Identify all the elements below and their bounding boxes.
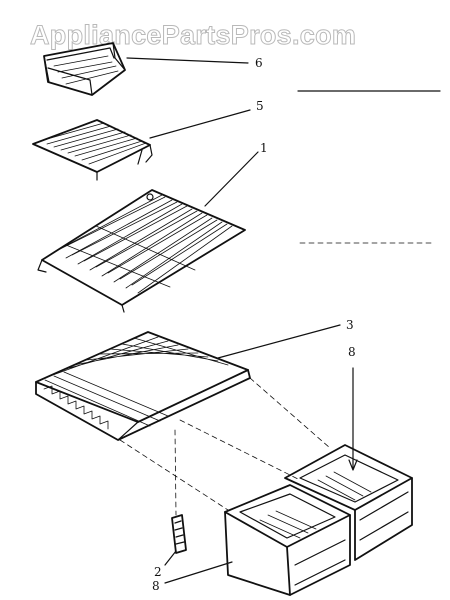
part-6-bin (43, 42, 126, 96)
part-2-support-bracket (171, 514, 187, 554)
leader-arrow-8-rear (348, 459, 358, 471)
part-8-crisper-drawer-rear (284, 444, 413, 561)
part-1-large-shelf (37, 189, 246, 313)
leader-line-8-front (164, 561, 233, 584)
leader-line-6 (126, 57, 249, 64)
leader-line-5 (149, 109, 251, 139)
part-5-wire-shelf (32, 119, 153, 181)
callout-8-front: 8 (152, 579, 160, 593)
callout-3: 3 (346, 318, 354, 332)
callout-6: 6 (255, 56, 263, 70)
leader-line-1 (204, 151, 259, 207)
leader-line-2 (164, 550, 177, 566)
callout-1: 1 (260, 141, 268, 155)
watermark-text: AppliancePartsPros.com (30, 20, 356, 50)
part-3-crisper-cover (35, 331, 251, 441)
callout-8-rear: 8 (348, 345, 356, 359)
alignment-guides (119, 377, 331, 516)
callout-5: 5 (256, 99, 264, 113)
leader-line-3 (217, 324, 341, 359)
callout-2: 2 (154, 565, 162, 579)
part-8-crisper-drawer-front (224, 484, 351, 596)
